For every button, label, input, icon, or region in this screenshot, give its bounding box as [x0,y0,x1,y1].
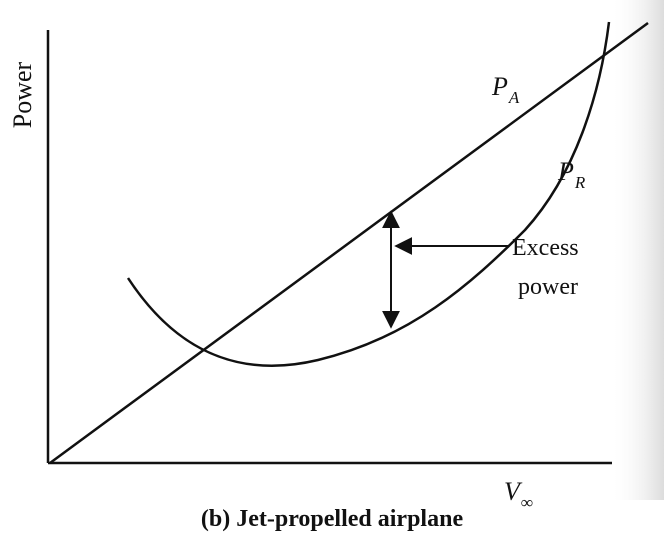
power-required-label: PR [557,157,586,192]
excess-power-label-line1: Excess [512,235,579,261]
power-available-label: PA [491,72,520,107]
figure-caption: (b) Jet-propelled airplane [200,506,464,532]
power-available-line [49,21,649,465]
x-axis-label: V∞ [504,477,533,512]
excess-power-label-line2: power [518,274,578,300]
page-edge-shadow [610,0,664,500]
power-required-curve [126,21,611,367]
y-axis-label: Power [8,61,37,128]
